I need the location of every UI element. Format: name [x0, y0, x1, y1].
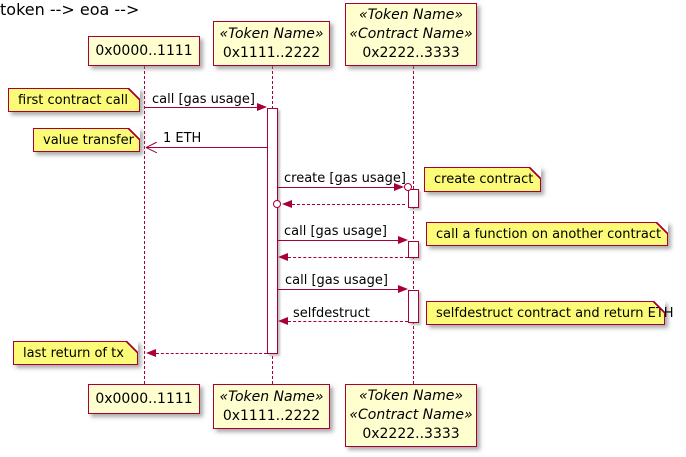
- activation-bar-contract-selfdestruct: [408, 290, 419, 323]
- participant-stereotype: «Token Name»: [358, 388, 463, 404]
- participant-bottom-contract: «Token Name» «Contract Name» 0x2222..333…: [345, 384, 477, 447]
- activation-bar-token: [267, 108, 278, 354]
- note-text: selfdestruct contract and return ETH: [436, 305, 674, 321]
- lifeline-eoa: [144, 66, 145, 384]
- participant-stereotype: «Token Name»: [219, 388, 324, 405]
- note-text: first contract call: [18, 92, 128, 108]
- message-line-create: [278, 187, 394, 188]
- lifeline-contract: [413, 66, 414, 384]
- participant-name: 0x1111..2222: [222, 44, 321, 61]
- participant-stereotype: «Token Name»: [219, 25, 324, 42]
- message-line-call3: [278, 289, 398, 290]
- circle-terminator-icon: [404, 183, 412, 191]
- message-label-create: create [gas usage]: [284, 171, 406, 186]
- arrowhead-icon: [398, 285, 408, 293]
- message-label-call3: call [gas usage]: [285, 273, 388, 288]
- arrowhead-icon: [398, 236, 408, 244]
- activation-bar-contract-create: [408, 189, 419, 208]
- message-label-selfdestruct: selfdestruct: [293, 306, 370, 321]
- note-create-contract: create contract: [424, 167, 541, 192]
- arrowhead-icon: [146, 349, 156, 357]
- arrowhead-icon: [282, 200, 292, 208]
- participant-stereotype: «Contract Name»: [349, 26, 473, 42]
- message-label-value-return: 1 ETH: [163, 131, 202, 146]
- arrowhead-icon: [278, 253, 288, 261]
- participant-stereotype: «Contract Name»: [349, 407, 473, 423]
- participant-top-token: «Token Name» 0x1111..2222: [213, 21, 330, 66]
- note-text: call a function on another contract: [436, 226, 662, 242]
- message-label-call1: call [gas usage]: [152, 92, 255, 107]
- participant-bottom-eoa: 0x0000..1111: [88, 384, 200, 414]
- participant-name: 0x2222..3333: [362, 45, 460, 61]
- message-line-create-return: [292, 204, 405, 205]
- message-line-value-return: [147, 147, 267, 148]
- participant-bottom-token: «Token Name» 0x1111..2222: [213, 384, 330, 429]
- participant-name: 0x0000..1111: [95, 42, 193, 59]
- message-line-selfdestruct: [288, 321, 408, 322]
- arrowhead-icon: [257, 103, 267, 111]
- message-line-call1: [145, 107, 258, 108]
- note-first-contract-call: first contract call: [8, 88, 140, 112]
- message-line-call2-return: [288, 257, 408, 258]
- circle-terminator-icon: [273, 200, 281, 208]
- participant-name: 0x1111..2222: [222, 407, 321, 424]
- message-line-call2: [278, 240, 398, 241]
- message-label-call2: call [gas usage]: [284, 224, 387, 239]
- arrowhead-icon: [278, 317, 288, 325]
- note-text: value transfer: [43, 132, 134, 148]
- open-arrowhead-icon: [146, 141, 158, 155]
- note-last-return: last return of tx: [13, 341, 138, 365]
- note-call-function: call a function on another contract: [426, 222, 668, 246]
- note-selfdestruct-return: selfdestruct contract and return ETH: [426, 301, 674, 325]
- participant-stereotype: «Token Name»: [358, 7, 463, 23]
- message-line-last-return: [156, 353, 267, 354]
- note-text: last return of tx: [23, 345, 124, 361]
- arrowhead-icon: [394, 183, 404, 191]
- participant-name: 0x0000..1111: [95, 390, 193, 407]
- note-text: create contract: [434, 172, 534, 187]
- note-value-transfer: value transfer: [33, 128, 140, 152]
- participant-name: 0x2222..3333: [362, 426, 460, 442]
- activation-bar-contract-call: [408, 241, 419, 258]
- participant-top-eoa: 0x0000..1111: [88, 36, 200, 66]
- participant-top-contract: «Token Name» «Contract Name» 0x2222..333…: [345, 3, 477, 66]
